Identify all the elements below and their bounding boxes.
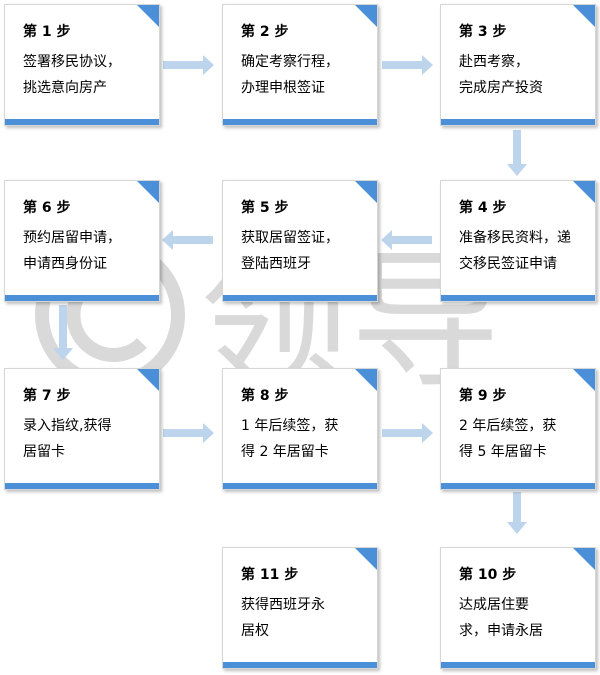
step-title: 第 4 步 xyxy=(459,200,507,216)
step-accent-bar xyxy=(5,483,159,489)
arrow-9-10 xyxy=(507,492,527,534)
corner-fold-icon xyxy=(355,5,377,27)
step-card-7: 第 7 步 录入指纹,获得 居留卡 xyxy=(4,368,160,490)
step-description: 1 年后续签，获 得 2 年居留卡 xyxy=(241,418,339,460)
step-accent-bar xyxy=(5,119,159,125)
step-description: 获得西班牙永 居权 xyxy=(241,597,325,639)
step-title: 第 1 步 xyxy=(23,24,71,40)
step-accent-bar xyxy=(441,295,595,301)
corner-fold-icon xyxy=(573,548,595,570)
step-card-10: 第 10 步 达成居住要 求，申请永居 xyxy=(440,547,596,669)
step-card-5: 第 5 步 获取居留签证， 登陆西班牙 xyxy=(222,180,378,302)
step-description: 赴西考察， 完成房产投资 xyxy=(459,54,543,96)
step-description: 2 年后续签，获 得 5 年居留卡 xyxy=(459,418,557,460)
step-title: 第 7 步 xyxy=(23,388,71,404)
step-accent-bar xyxy=(223,662,377,668)
arrow-5-6 xyxy=(162,230,213,250)
step-title: 第 10 步 xyxy=(459,567,517,583)
corner-fold-icon xyxy=(355,548,377,570)
step-accent-bar xyxy=(441,483,595,489)
corner-fold-icon xyxy=(573,5,595,27)
step-title: 第 2 步 xyxy=(241,24,289,40)
step-title: 第 3 步 xyxy=(459,24,507,40)
step-accent-bar xyxy=(441,119,595,125)
arrow-6-7 xyxy=(53,305,73,360)
step-description: 达成居住要 求，申请永居 xyxy=(459,597,543,639)
arrow-1-2 xyxy=(163,55,214,75)
step-description: 预约居留申请， 申请西身份证 xyxy=(23,230,121,272)
corner-fold-icon xyxy=(573,369,595,391)
step-card-3: 第 3 步 赴西考察， 完成房产投资 xyxy=(440,4,596,126)
step-card-6: 第 6 步 预约居留申请， 申请西身份证 xyxy=(4,180,160,302)
step-title: 第 9 步 xyxy=(459,388,507,404)
step-accent-bar xyxy=(223,483,377,489)
corner-fold-icon xyxy=(355,369,377,391)
step-card-1: 第 1 步 签署移民协议， 挑选意向房产 xyxy=(4,4,160,126)
step-card-4: 第 4 步 准备移民资料，递 交移民签证申请 xyxy=(440,180,596,302)
arrow-7-8 xyxy=(163,423,214,443)
step-accent-bar xyxy=(441,662,595,668)
corner-fold-icon xyxy=(137,369,159,391)
step-title: 第 11 步 xyxy=(241,567,299,583)
step-description: 准备移民资料，递 交移民签证申请 xyxy=(459,230,571,272)
step-accent-bar xyxy=(5,295,159,301)
step-description: 获取居留签证， 登陆西班牙 xyxy=(241,230,339,272)
step-description: 签署移民协议， 挑选意向房产 xyxy=(23,54,121,96)
step-description: 录入指纹,获得 居留卡 xyxy=(23,418,112,460)
arrow-4-5 xyxy=(381,230,432,250)
arrow-2-3 xyxy=(382,55,433,75)
corner-fold-icon xyxy=(137,181,159,203)
step-card-11: 第 11 步 获得西班牙永 居权 xyxy=(222,547,378,669)
step-accent-bar xyxy=(223,119,377,125)
arrow-8-9 xyxy=(382,423,433,443)
arrow-3-4 xyxy=(507,130,527,176)
step-accent-bar xyxy=(223,295,377,301)
step-card-9: 第 9 步 2 年后续签，获 得 5 年居留卡 xyxy=(440,368,596,490)
step-card-8: 第 8 步 1 年后续签，获 得 2 年居留卡 xyxy=(222,368,378,490)
step-title: 第 8 步 xyxy=(241,388,289,404)
step-card-2: 第 2 步 确定考察行程， 办理申根签证 xyxy=(222,4,378,126)
step-title: 第 5 步 xyxy=(241,200,289,216)
corner-fold-icon xyxy=(137,5,159,27)
step-description: 确定考察行程， 办理申根签证 xyxy=(241,54,339,96)
corner-fold-icon xyxy=(573,181,595,203)
corner-fold-icon xyxy=(355,181,377,203)
step-title: 第 6 步 xyxy=(23,200,71,216)
